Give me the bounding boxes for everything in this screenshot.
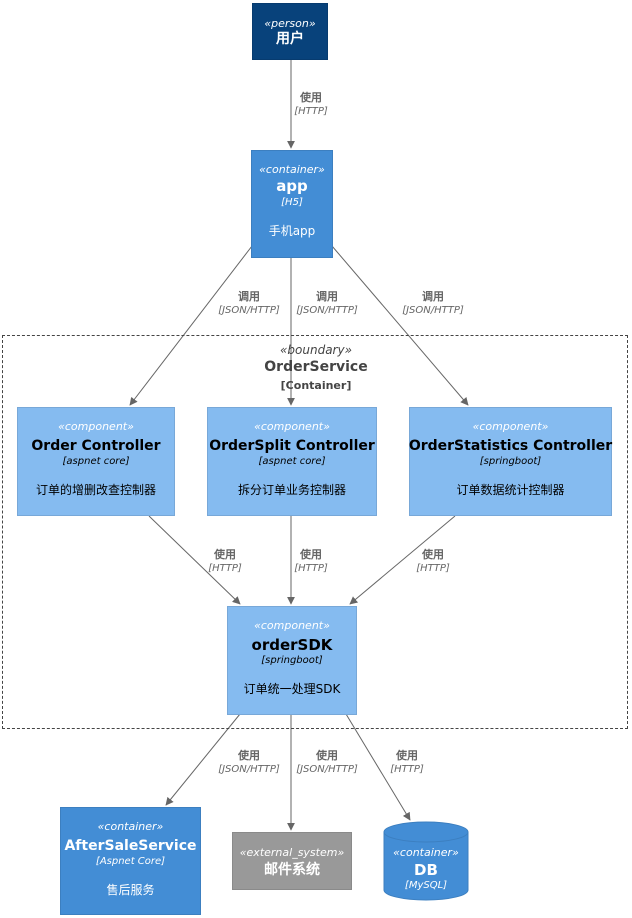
db-name: DB [414, 861, 438, 879]
component-ordersplit-controller: «component» OrderSplit Controller [aspne… [207, 407, 377, 516]
boundary-type: [Container] [280, 379, 352, 392]
mail-name: 邮件系统 [264, 862, 320, 878]
order-controller-tech: [aspnet core] [62, 456, 130, 467]
relation-label: 使用 [HTTP] [347, 748, 467, 776]
relation-tech-text: [HTTP] [390, 764, 424, 775]
order-controller-name: Order Controller [31, 438, 161, 454]
relation-label-text: 使用 [238, 749, 260, 762]
db-tech: [MySQL] [404, 880, 448, 891]
component-ordersdk: «component» orderSDK [springboot] 订单统一处理… [227, 606, 357, 715]
order-controller-description: 订单的增删改查控制器 [35, 483, 156, 497]
person-user: «person» 用户 [252, 3, 328, 60]
arrow-ordersdk-to-aftersale [165, 713, 241, 806]
relation-label: 使用 [HTTP] [251, 547, 371, 575]
ordersdk-tech: [springboot] [261, 655, 323, 666]
relation-label: 使用 [JSON/HTTP] [189, 748, 309, 776]
relation-label-text: 使用 [214, 548, 236, 561]
orderstatistics-controller-name: OrderStatistics Controller [408, 438, 613, 454]
ordersdk-stereotype: «component» [254, 619, 330, 632]
arrow-order-controller-to-ordersdk [148, 515, 241, 605]
relation-label: 使用 [HTTP] [165, 547, 285, 575]
aftersale-description: 售后服务 [106, 883, 155, 897]
app-name: app [276, 177, 308, 195]
ordersplit-controller-stereotype: «component» [254, 420, 330, 433]
relation-tech-text: [JSON/HTTP] [296, 305, 358, 316]
aftersale-tech: [Aspnet Core] [95, 856, 166, 867]
orderstatistics-controller-stereotype: «component» [472, 420, 549, 433]
relation-tech-text: [JSON/HTTP] [218, 764, 280, 775]
container-aftersaleservice: «container» AfterSaleService [Aspnet Cor… [60, 807, 201, 915]
container-db: «container» DB [MySQL] [383, 846, 469, 896]
relation-tech-text: [HTTP] [294, 563, 328, 574]
aftersale-stereotype: «container» [97, 820, 164, 833]
relation-label-text: 使用 [316, 749, 338, 762]
database-cylinder [383, 821, 469, 901]
orderstatistics-controller-description: 订单数据统计控制器 [456, 483, 565, 497]
relation-label-text: 使用 [422, 548, 444, 561]
boundary-stereotype: «boundary» [280, 343, 352, 357]
app-stereotype: «container» [259, 163, 325, 176]
orderstatistics-controller-tech: [springboot] [479, 456, 542, 467]
ordersdk-name: orderSDK [251, 636, 333, 654]
relation-tech-text: [JSON/HTTP] [296, 764, 358, 775]
relation-tech-text: [HTTP] [416, 563, 450, 574]
order-controller-stereotype: «component» [58, 420, 134, 433]
boundary-name: OrderService [264, 359, 368, 375]
relation-label: 调用 [JSON/HTTP] [189, 289, 309, 317]
relation-label: 调用 [JSON/HTTP] [267, 289, 387, 317]
ordersplit-controller-description: 拆分订单业务控制器 [237, 483, 346, 497]
person-stereotype: «person» [264, 17, 316, 30]
relation-tech-text: [HTTP] [208, 563, 242, 574]
relation-label-text: 使用 [396, 749, 418, 762]
relation-label-text: 调用 [316, 290, 338, 303]
app-tech: [H5] [281, 197, 303, 208]
arrow-app-to-orderstatistics-controller [331, 245, 469, 406]
relation-label: 调用 [JSON/HTTP] [373, 289, 493, 317]
arrow-app-to-order-controller [129, 245, 253, 406]
relation-tech-text: [HTTP] [294, 106, 328, 117]
relation-label-text: 调用 [422, 290, 444, 303]
ordersplit-controller-name: OrderSplit Controller [209, 438, 375, 454]
aftersale-name: AfterSaleService [64, 838, 197, 854]
ordersplit-controller-tech: [aspnet core] [258, 456, 326, 467]
relation-label: 使用 [JSON/HTTP] [267, 748, 387, 776]
db-stereotype: «container» [393, 846, 459, 859]
arrow-orderstatistics-controller-to-ordersdk [349, 515, 456, 605]
orderservice-boundary [2, 335, 628, 729]
relation-label-text: 使用 [300, 91, 322, 104]
relation-label: 使用 [HTTP] [373, 547, 493, 575]
person-name: 用户 [276, 31, 304, 47]
external-system-mail: «external_system» 邮件系统 [232, 832, 352, 890]
component-order-controller: «component» Order Controller [aspnet cor… [17, 407, 175, 516]
app-description: 手机app [268, 224, 316, 238]
ordersdk-description: 订单统一处理SDK [243, 682, 341, 696]
relation-tech-text: [JSON/HTTP] [218, 305, 280, 316]
relation-label-text: 调用 [238, 290, 260, 303]
mail-stereotype: «external_system» [239, 846, 345, 859]
container-app: «container» app [H5] 手机app [251, 150, 333, 258]
relation-label-text: 使用 [300, 548, 322, 561]
arrow-ordersdk-to-db [345, 713, 411, 821]
relation-label: 使用 [HTTP] [251, 90, 371, 118]
relation-tech-text: [JSON/HTTP] [402, 305, 464, 316]
component-orderstatistics-controller: «component» OrderStatistics Controller [… [409, 407, 612, 516]
